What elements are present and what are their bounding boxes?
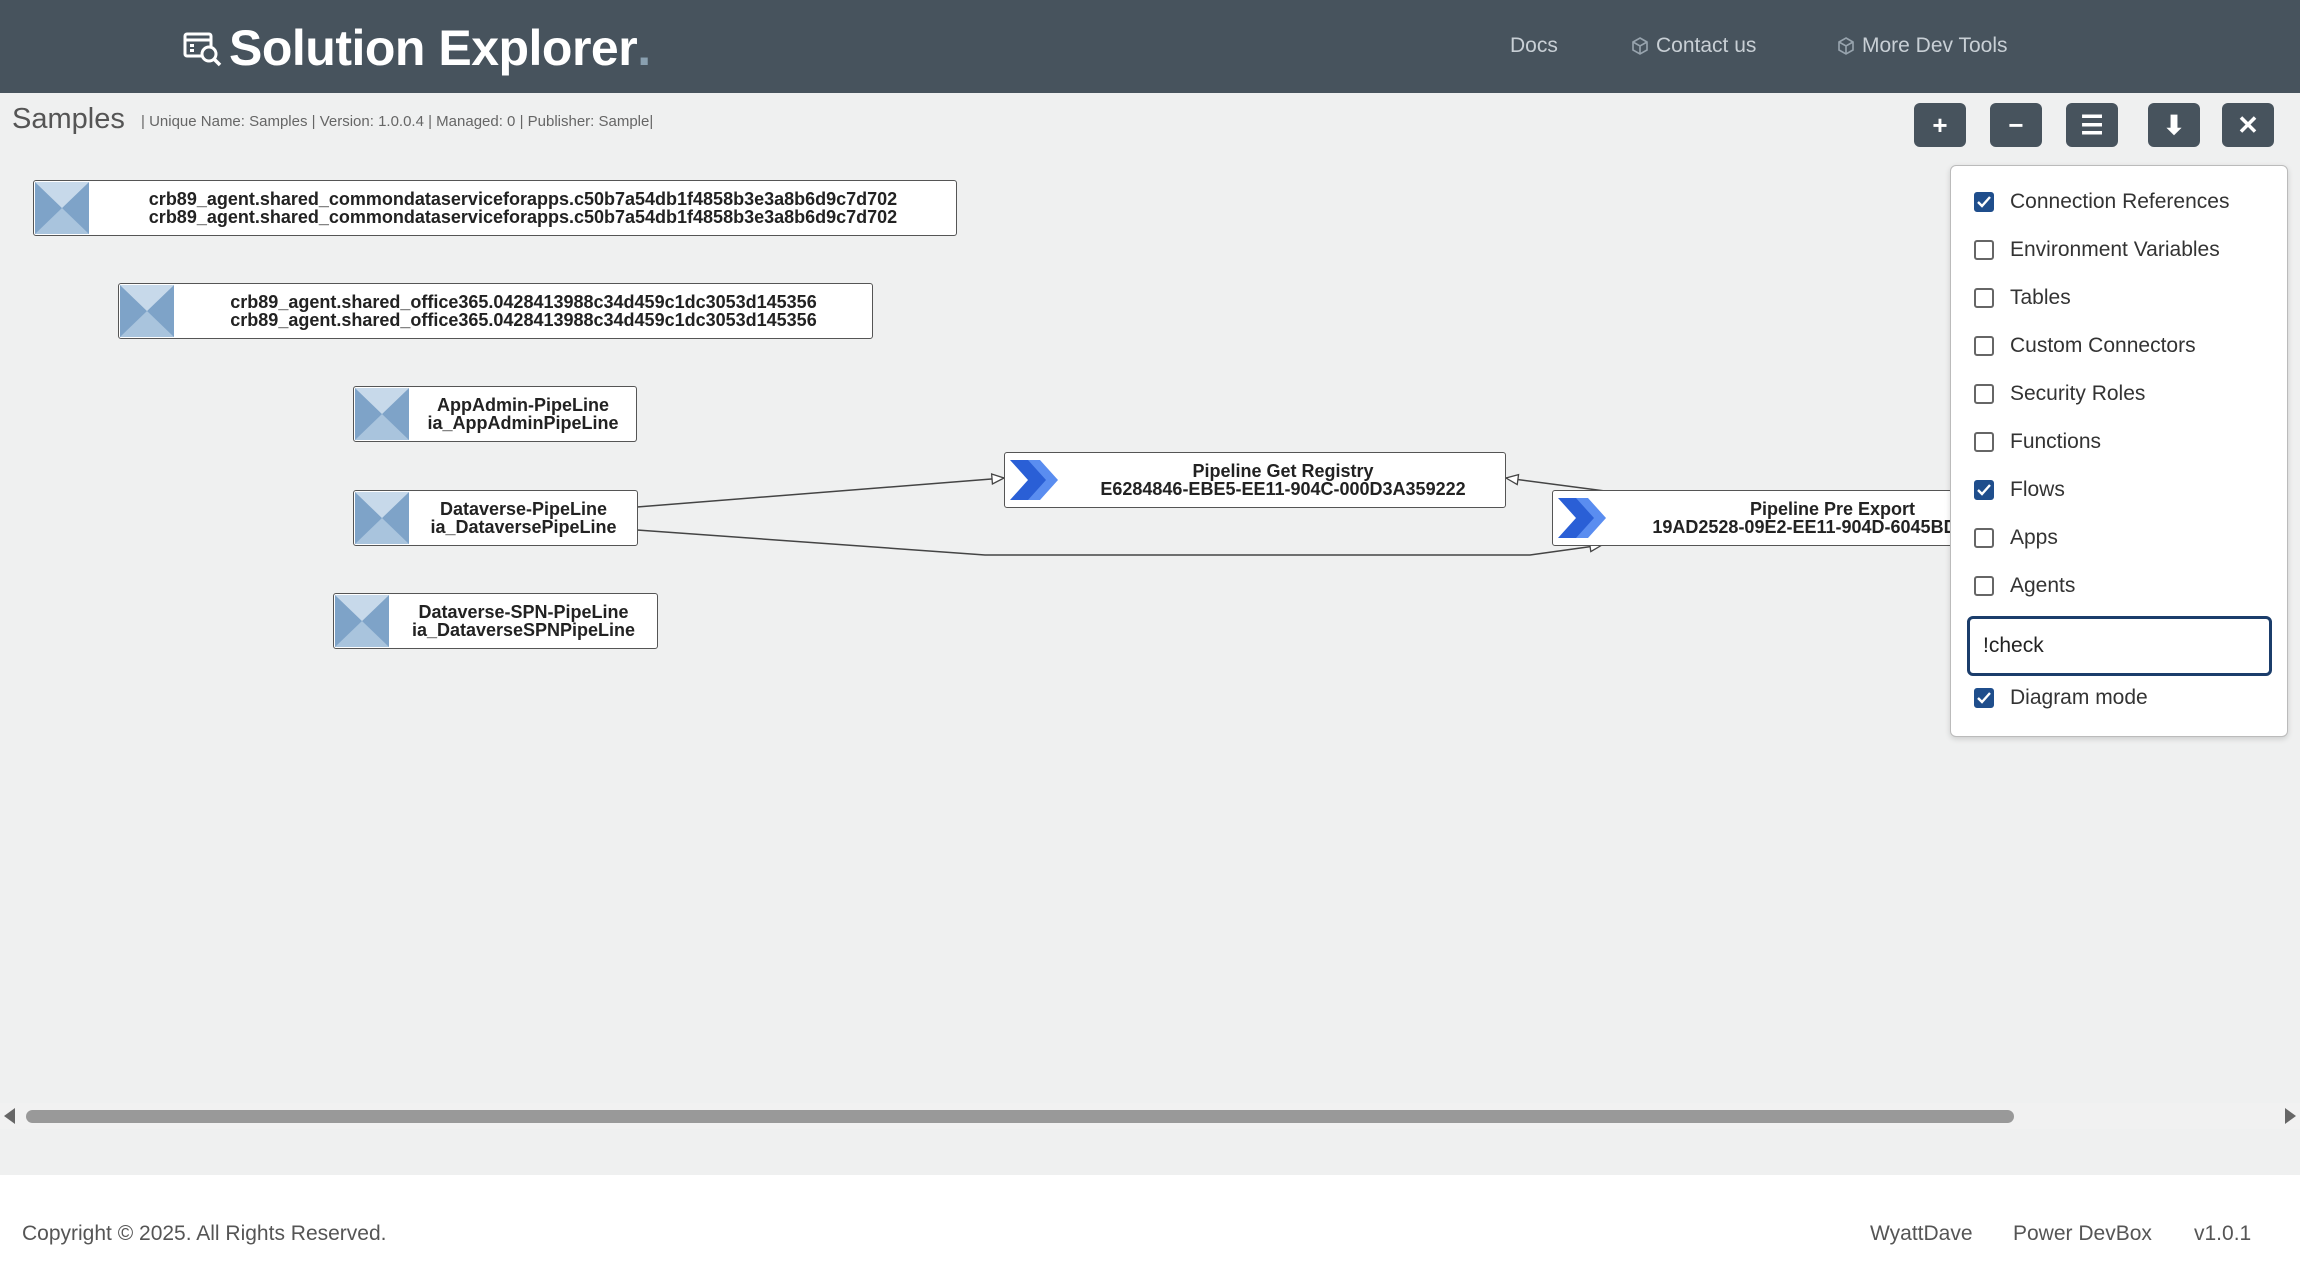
node-display-name: crb89_agent.shared_commondataservicefora…	[148, 189, 898, 209]
filter-tables[interactable]: Tables	[1974, 286, 2071, 310]
cube-icon	[1632, 37, 1648, 55]
filter-label: Connection References	[2010, 190, 2230, 213]
power-automate-flow-icon	[1006, 454, 1060, 506]
filter-agents[interactable]: Agents	[1974, 574, 2075, 598]
node-display-name: Pipeline Get Registry	[1192, 461, 1374, 481]
filter-label: Tables	[2010, 286, 2071, 309]
node-logical-name: crb89_agent.shared_office365.0428413988c…	[230, 310, 817, 330]
checkbox[interactable]	[1974, 432, 1994, 452]
filter-label: Flows	[2010, 478, 2065, 501]
horizontal-scrollbar[interactable]	[0, 1103, 2300, 1129]
nav-more-tools-link[interactable]: More Dev Tools	[1836, 34, 2008, 58]
checkbox[interactable]	[1974, 384, 1994, 404]
diagram-node[interactable]: crb89_agent.shared_office365.0428413988c…	[118, 283, 873, 339]
edge-pre-export-to-get-registry	[1506, 478, 1606, 492]
checkbox[interactable]	[1974, 480, 1994, 500]
nav-docs-link[interactable]: Docs	[1510, 34, 1558, 58]
nav-docs-label: Docs	[1510, 34, 1558, 57]
connection-reference-icon	[120, 285, 174, 337]
solution-metadata: | Unique Name: Samples | Version: 1.0.0.…	[141, 113, 654, 130]
filter-apps[interactable]: Apps	[1974, 526, 2058, 550]
scrollbar-thumb[interactable]	[26, 1110, 2014, 1123]
node-display-name: AppAdmin-PipeLine	[437, 395, 609, 415]
connection-reference-icon	[335, 595, 389, 647]
edge-dataverse-to-get-registry	[636, 478, 1004, 508]
filter-custom-connectors[interactable]: Custom Connectors	[1974, 334, 2196, 358]
checkbox[interactable]	[1974, 336, 1994, 356]
scroll-left-arrow-icon[interactable]	[4, 1108, 15, 1124]
checkbox[interactable]	[1974, 192, 1994, 212]
footer-product-link[interactable]: Power DevBox	[2013, 1222, 2152, 1245]
node-logical-name: 19AD2528-09E2-EE11-904D-6045BD3D3A2	[1652, 517, 2013, 537]
filter-connection-references[interactable]: Connection References	[1974, 190, 2229, 214]
app-title-dot: .	[637, 20, 652, 76]
check-icon	[1977, 196, 1991, 208]
zoom-out-button[interactable]: −	[1990, 103, 2042, 147]
nav-contact-label: Contact us	[1656, 34, 1757, 57]
check-icon	[1977, 484, 1991, 496]
filter-functions[interactable]: Functions	[1974, 430, 2101, 454]
close-button[interactable]: ✕	[2222, 103, 2274, 147]
copyright-text: Copyright © 2025. All Rights Reserved.	[22, 1222, 387, 1245]
node-logical-name: ia_DataversePipeLine	[430, 517, 617, 537]
filter-label: Environment Variables	[2010, 238, 2220, 261]
solution-explorer-logo-icon	[183, 32, 222, 67]
filter-label: Functions	[2010, 430, 2102, 453]
connection-reference-icon	[355, 492, 409, 544]
filter-text-input[interactable]	[1967, 616, 2272, 676]
checkbox[interactable]	[1974, 288, 1994, 308]
app-title: Solution Explorer	[229, 20, 638, 76]
checkbox[interactable]	[1974, 688, 1994, 708]
brand[interactable]: Solution Explorer.	[183, 23, 651, 73]
top-navigation-bar: Solution Explorer. Docs Contact us More …	[0, 0, 2300, 93]
cube-icon	[1838, 37, 1854, 55]
filter-flows[interactable]: Flows	[1974, 478, 2065, 502]
checkbox[interactable]	[1974, 240, 1994, 260]
footer-version: v1.0.1	[2194, 1222, 2252, 1245]
check-icon	[1977, 692, 1991, 704]
node-display-name: Pipeline Pre Export	[1749, 499, 1916, 519]
diagram-canvas[interactable]: Samples | Unique Name: Samples | Version…	[0, 93, 2300, 1175]
node-logical-name: E6284846-EBE5-EE11-904C-000D3A359222	[1100, 479, 1466, 499]
filter-security-roles[interactable]: Security Roles	[1974, 382, 2145, 406]
checkbox[interactable]	[1974, 528, 1994, 548]
zoom-in-button[interactable]: +	[1914, 103, 1966, 147]
filter-label: Custom Connectors	[2010, 334, 2196, 357]
node-display-name: Dataverse-SPN-PipeLine	[418, 602, 629, 622]
edge-dataverse-to-pre-export	[636, 529, 1602, 556]
node-logical-name: ia_DataverseSPNPipeLine	[411, 620, 636, 640]
node-logical-name: ia_AppAdminPipeLine	[427, 413, 619, 433]
diagram-mode-label: Diagram mode	[2010, 686, 2148, 709]
footer	[0, 1175, 2300, 1278]
power-automate-flow-icon	[1554, 492, 1608, 544]
connection-reference-icon	[355, 388, 409, 440]
diagram-edges	[636, 93, 1606, 556]
filter-label: Apps	[2010, 526, 2058, 549]
filter-label: Agents	[2010, 574, 2076, 597]
menu-button[interactable]: ☰	[2066, 103, 2118, 147]
filter-panel: Connection References Environment Variab…	[1950, 165, 2288, 737]
nav-contact-link[interactable]: Contact us	[1630, 34, 1756, 58]
scroll-right-arrow-icon[interactable]	[2285, 1108, 2296, 1124]
solution-name: Samples	[12, 103, 125, 135]
node-display-name: crb89_agent.shared_office365.0428413988c…	[230, 292, 817, 312]
connection-reference-icon	[35, 182, 89, 234]
download-button[interactable]: ⬇	[2148, 103, 2200, 147]
diagram-node[interactable]: crb89_agent.shared_commondataservicefora…	[33, 180, 957, 236]
filter-label: Security Roles	[2010, 382, 2146, 405]
diagram-mode-toggle[interactable]: Diagram mode	[1974, 686, 2148, 710]
node-display-name: Dataverse-PipeLine	[439, 499, 608, 519]
node-logical-name: crb89_agent.shared_commondataservicefora…	[148, 207, 898, 227]
checkbox[interactable]	[1974, 576, 1994, 596]
nav-more-tools-label: More Dev Tools	[1862, 34, 2008, 57]
footer-author-link[interactable]: WyattDave	[1870, 1222, 1973, 1245]
filter-environment-variables[interactable]: Environment Variables	[1974, 238, 2220, 262]
